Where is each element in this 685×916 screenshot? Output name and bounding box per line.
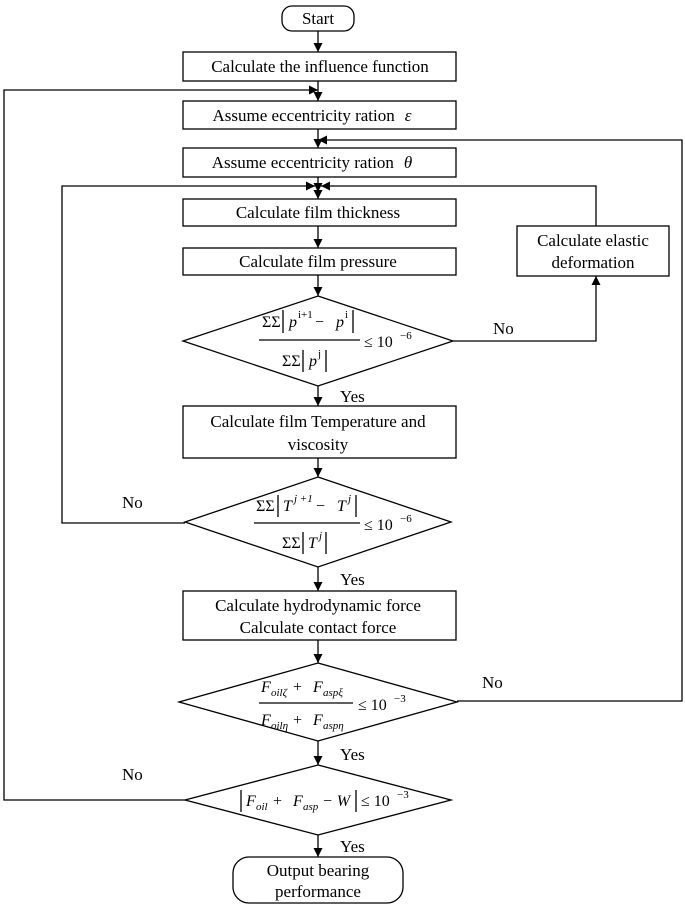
arrow-cond2-no-to-merge	[61, 181, 315, 524]
svg-text:F: F	[292, 793, 303, 810]
svg-text:j +1: j +1	[292, 493, 313, 505]
force-ratio-diamond	[176, 662, 460, 742]
svg-text:T: T	[308, 535, 318, 552]
svg-text:≤ 10: ≤ 10	[364, 517, 393, 534]
svg-text:aspξ: aspξ	[323, 687, 343, 699]
pressure-convergence-diamond	[180, 295, 456, 387]
svg-text:−: −	[315, 314, 324, 331]
svg-text:p: p	[308, 353, 317, 370]
film-thickness-label: Calculate film thickness	[236, 203, 400, 222]
svg-text:ΣΣ: ΣΣ	[282, 535, 301, 552]
arrow-cond3-no-to-theta	[318, 135, 683, 702]
elastic-deformation-label-2: deformation	[551, 253, 635, 272]
svg-text:−: −	[316, 498, 325, 515]
output-label-2: performance	[275, 882, 361, 901]
svg-text:F: F	[260, 679, 271, 696]
svg-text:ΣΣ: ΣΣ	[262, 314, 281, 331]
elastic-deformation-label-1: Calculate elastic	[537, 231, 649, 250]
svg-text:aspη: aspη	[323, 720, 344, 732]
svg-text:+: +	[293, 712, 302, 729]
svg-text:j: j	[317, 348, 321, 360]
svg-text:+: +	[293, 679, 302, 696]
svg-text:i: i	[345, 309, 348, 321]
svg-text:+: +	[273, 793, 282, 810]
svg-text:asp: asp	[303, 801, 319, 813]
yes-label-cond3: Yes	[340, 745, 365, 764]
yes-label-cond1: Yes	[340, 387, 365, 406]
svg-text:−3: −3	[394, 693, 406, 705]
force-calc-box	[182, 590, 457, 641]
influence-function-box	[182, 51, 457, 82]
svg-text:F: F	[312, 679, 323, 696]
svg-text:p: p	[335, 314, 344, 331]
svg-text:p: p	[288, 314, 297, 331]
no-label-cond2: No	[122, 493, 143, 512]
film-temperature-box	[182, 405, 457, 459]
svg-text:F: F	[312, 712, 323, 729]
svg-text:T: T	[283, 498, 293, 515]
force-calc-label-2: Calculate contact force	[240, 618, 397, 637]
svg-text:F: F	[245, 793, 256, 810]
arrow-cond1-no-to-elastic	[453, 276, 601, 342]
svg-text:i+1: i+1	[298, 309, 313, 321]
svg-text:ΣΣ: ΣΣ	[256, 498, 275, 515]
pressure-convergence-formula: ΣΣ p i+1 − p i ΣΣ p j ≤ 10 −6	[259, 309, 412, 372]
elastic-deformation-box	[516, 225, 670, 277]
film-pressure-box	[182, 247, 457, 276]
yes-label-cond4: Yes	[340, 837, 365, 856]
film-temperature-label-2: viscosity	[288, 435, 349, 454]
force-balance-formula: F oil + F asp − W ≤ 10 −3	[240, 789, 409, 813]
svg-text:oil: oil	[256, 801, 268, 813]
no-label-cond4: No	[122, 765, 143, 784]
influence-function-label: Calculate the influence function	[211, 57, 429, 76]
assume-theta-box	[182, 147, 457, 178]
temperature-convergence-formula: ΣΣ T j +1 − T j ΣΣ T j ≤ 10 −6	[254, 493, 412, 554]
svg-text:≤ 10: ≤ 10	[361, 793, 390, 810]
svg-text:− W: − W	[322, 793, 352, 810]
yes-label-cond2: Yes	[340, 570, 365, 589]
temperature-convergence-diamond	[182, 476, 454, 568]
start-label: Start	[302, 9, 334, 28]
svg-text:j: j	[346, 493, 351, 505]
svg-text:−6: −6	[400, 330, 412, 342]
svg-text:j: j	[317, 530, 322, 542]
assume-eccentricity-box	[182, 100, 457, 130]
svg-text:−3: −3	[397, 789, 409, 801]
svg-text:ΣΣ: ΣΣ	[282, 353, 301, 370]
no-label-cond1: No	[493, 319, 514, 338]
svg-text:oilζ: oilζ	[271, 687, 289, 699]
start-terminal	[281, 5, 355, 32]
output-label-1: Output bearing	[267, 861, 370, 880]
svg-text:oilη: oilη	[271, 720, 288, 732]
arrow-cond4-no-to-eps	[3, 85, 318, 801]
force-balance-diamond	[182, 764, 454, 836]
film-temperature-label-1: Calculate film Temperature and	[210, 412, 426, 431]
svg-text:F: F	[260, 712, 271, 729]
force-calc-label-1: Calculate hydrodynamic force	[215, 596, 421, 615]
svg-text:−6: −6	[400, 513, 412, 525]
film-pressure-label: Calculate film pressure	[239, 252, 397, 271]
svg-text:≤ 10: ≤ 10	[364, 334, 393, 351]
svg-text:≤ 10: ≤ 10	[358, 697, 387, 714]
arrow-elastic-to-merge	[321, 181, 597, 226]
force-ratio-formula: F oilζ + F aspξ F oilη + F aspη ≤ 10 −3	[259, 679, 406, 732]
svg-text:T: T	[337, 498, 347, 515]
no-label-cond3: No	[482, 673, 503, 692]
film-thickness-box	[182, 198, 457, 227]
output-terminal	[232, 856, 404, 904]
